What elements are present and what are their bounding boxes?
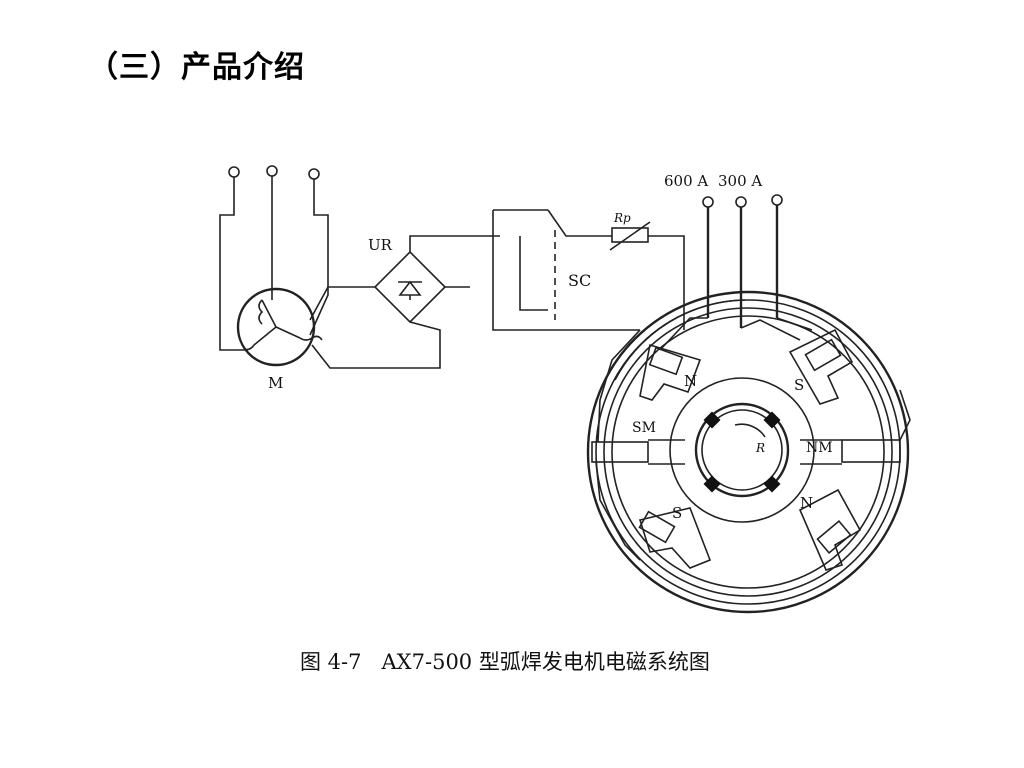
output-taps: 600 A 300 A	[664, 172, 783, 328]
svg-text:S: S	[672, 504, 682, 522]
motor-terminal-3	[308, 168, 320, 180]
pole-n-top: N	[639, 343, 702, 401]
svg-text:SM: SM	[632, 420, 656, 436]
svg-text:N: N	[800, 494, 813, 512]
motor-terminal-2	[266, 165, 278, 177]
pole-nm: NM	[800, 439, 901, 465]
motor-label: M	[268, 374, 283, 392]
tap-600-label: 600 A	[664, 172, 708, 190]
figure-caption: 图 4-7 AX7-500 型弧焊发电机电磁系统图	[300, 650, 710, 674]
motor-terminal-1	[228, 166, 240, 178]
svg-text:N: N	[684, 372, 697, 390]
tap-300-label: 300 A	[718, 172, 762, 190]
tap-terminal-300	[735, 196, 747, 208]
tap-terminal-common	[771, 194, 783, 206]
pole-n-bottom: N	[798, 488, 862, 571]
pole-s-top: S	[788, 328, 854, 405]
motor-m: M	[219, 165, 329, 392]
generator-frame	[586, 290, 910, 614]
switch-sc: SC Rp	[492, 209, 685, 331]
ur-label: UR	[368, 236, 393, 254]
svg-text:R: R	[755, 441, 765, 455]
rotor: R	[669, 377, 815, 523]
rectifier-ur: UR	[309, 235, 500, 369]
slide-title: （三）产品介绍	[88, 50, 305, 85]
pole-sm: SM	[591, 420, 685, 465]
tap-terminal-600	[702, 196, 714, 208]
svg-text:S: S	[794, 376, 804, 394]
pole-s-bottom: S	[638, 504, 712, 569]
winding-wires	[595, 317, 911, 561]
svg-text:NM: NM	[806, 440, 833, 456]
sc-label: SC	[568, 271, 591, 290]
rp-label: Rp	[613, 211, 631, 225]
